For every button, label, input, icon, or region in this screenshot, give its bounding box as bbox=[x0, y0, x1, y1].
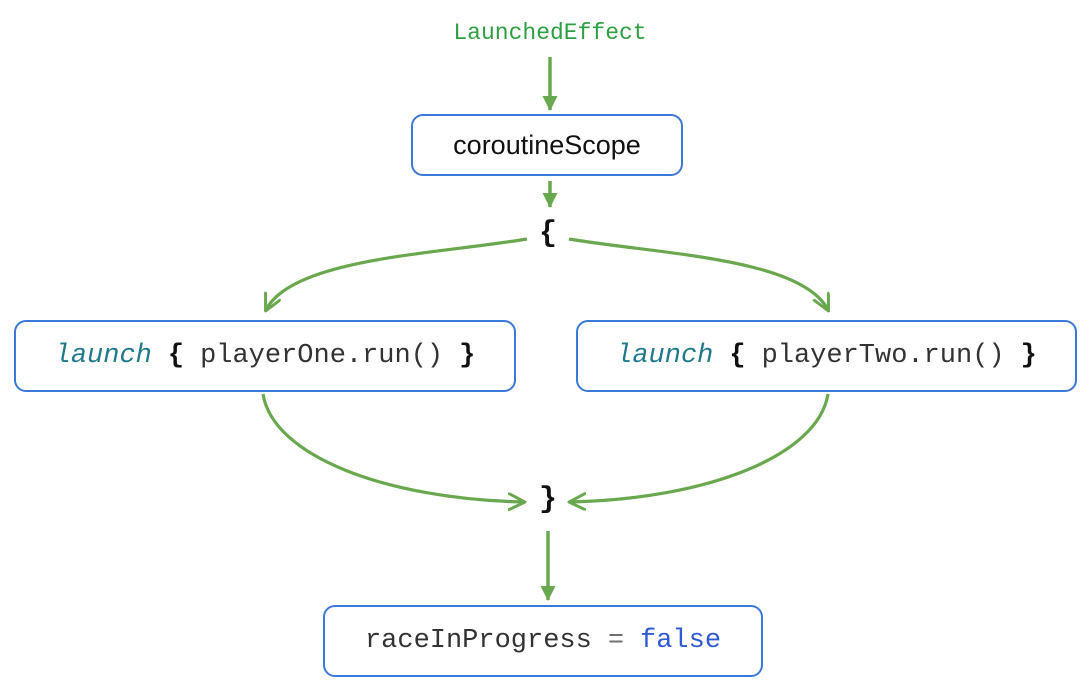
launched-effect-label: LaunchedEffect bbox=[453, 20, 647, 46]
edge-launch-one-to-close-brace bbox=[261, 393, 524, 502]
node-race-in-progress: raceInProgress = false bbox=[323, 605, 763, 677]
coroutine-scope-label: coroutineScope bbox=[453, 129, 641, 160]
edge-open-brace-to-launch-one bbox=[266, 237, 528, 310]
close-brace: } bbox=[538, 483, 557, 517]
launch-one-code: launch { playerOne.run() } bbox=[55, 341, 476, 371]
launch-two-close-brace: } bbox=[1020, 341, 1037, 371]
launch-one-body: playerOne.run() bbox=[200, 341, 444, 371]
launch-two-keyword: launch bbox=[616, 341, 714, 371]
launch-one-open-brace: { bbox=[167, 341, 185, 371]
result-variable: raceInProgress bbox=[364, 626, 592, 656]
launch-one-close-brace: } bbox=[459, 341, 476, 371]
edge-open-brace-to-launch-two bbox=[568, 237, 828, 310]
launch-two-code: launch { playerTwo.run() } bbox=[616, 341, 1037, 371]
node-launch-player-two: launch { playerTwo.run() } bbox=[576, 320, 1077, 392]
node-launch-player-one: launch { playerOne.run() } bbox=[14, 320, 516, 392]
launch-two-body: playerTwo.run() bbox=[761, 341, 1005, 371]
open-brace: { bbox=[538, 217, 557, 251]
result-code: raceInProgress = false bbox=[365, 626, 721, 656]
launch-two-open-brace: { bbox=[729, 341, 746, 371]
edge-launch-two-to-close-brace bbox=[570, 393, 830, 502]
launch-one-keyword: launch bbox=[54, 341, 152, 371]
result-operator: = bbox=[607, 626, 625, 656]
node-coroutine-scope: coroutineScope bbox=[411, 114, 683, 176]
result-value: false bbox=[640, 626, 722, 656]
